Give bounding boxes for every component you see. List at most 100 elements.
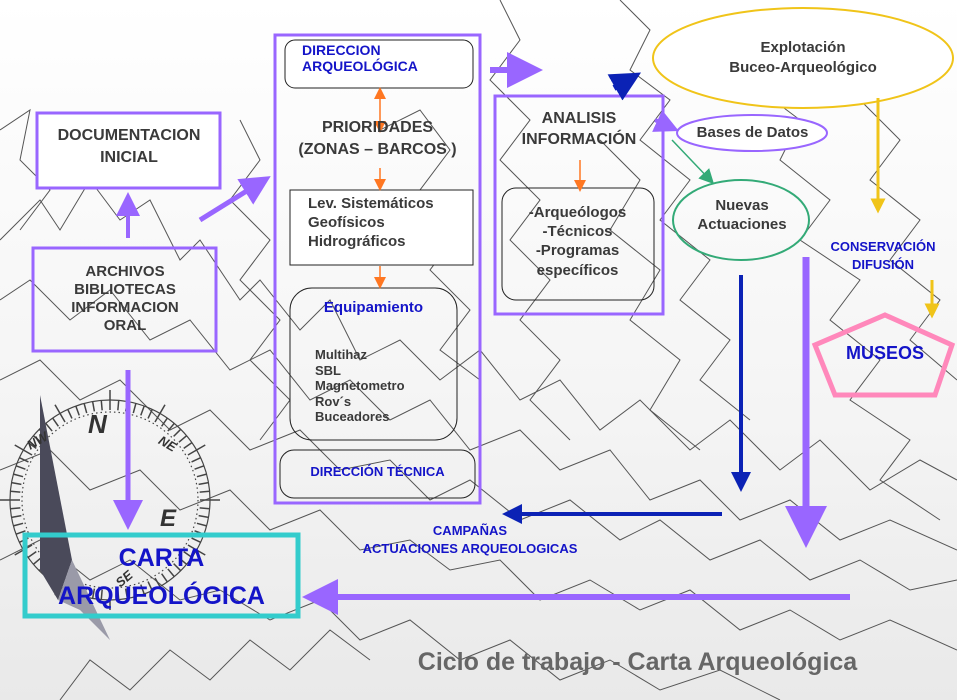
compass-tick bbox=[11, 514, 22, 519]
compass-tick bbox=[154, 577, 166, 596]
compass-tick bbox=[15, 465, 26, 470]
compass-tick bbox=[100, 400, 103, 411]
compass-tick bbox=[140, 584, 145, 595]
direccion-tecnica-box bbox=[279, 449, 476, 499]
compass-needle-north bbox=[40, 395, 72, 600]
compass-tick bbox=[10, 507, 21, 510]
compass-tick bbox=[83, 403, 88, 414]
compass-tick bbox=[132, 403, 137, 414]
carta-arqueologica-label: CARTA ARQUEOLÓGICA bbox=[58, 544, 265, 610]
archivos-box bbox=[31, 246, 218, 353]
compass-tick bbox=[199, 507, 210, 510]
direccion-arqueologica-label: DIRECCION ARQUEOLÓGICA bbox=[302, 42, 418, 75]
museos-label: MUSEOS bbox=[845, 343, 924, 363]
compass-tick bbox=[132, 586, 137, 597]
compass-tick bbox=[10, 490, 21, 493]
direccion-tecnica-label: DIRECCIÓN TÉCNICA bbox=[310, 464, 445, 479]
campanas-label: CAMPAÑAS ACTUACIONES ARQUEOLOGICAS bbox=[362, 523, 578, 556]
bases-datos-label: Bases de Datos bbox=[696, 124, 809, 141]
compass-tick bbox=[11, 481, 22, 486]
compass-tick bbox=[161, 573, 168, 583]
documentacion-label: DOCUMENTACION INICIAL bbox=[57, 127, 201, 167]
compass-tick bbox=[183, 551, 193, 558]
equipamiento-item: Rov´s bbox=[315, 393, 352, 409]
levantamientos-label: Lev. Sistemáticos Geofísicos Hidrográfic… bbox=[308, 195, 434, 250]
equipamiento-item: Multihaz bbox=[315, 347, 367, 362]
compass-tick bbox=[187, 444, 206, 456]
compass-tick bbox=[67, 409, 73, 419]
equipamiento-item: Buceadores bbox=[315, 409, 390, 425]
conservacion-label: CONSERVACIÓN DIFUSIÓN bbox=[830, 239, 936, 272]
compass-tick bbox=[27, 551, 37, 558]
compass-tick bbox=[32, 435, 42, 443]
compass-tick bbox=[187, 544, 206, 556]
main-process-column bbox=[273, 33, 482, 505]
compass-tick bbox=[13, 522, 24, 527]
compass-tick bbox=[117, 589, 120, 600]
nuevas-actuaciones-ellipse bbox=[672, 179, 810, 261]
documentacion-box bbox=[35, 111, 222, 190]
equipamiento-list: Multihaz SBL Magnetometro Rov´s Buceador… bbox=[315, 347, 405, 425]
compass-tick bbox=[198, 514, 209, 519]
compass-tick bbox=[124, 588, 129, 599]
compass-tick bbox=[75, 405, 80, 416]
compass-tick bbox=[154, 404, 166, 423]
equipamiento-box bbox=[289, 287, 458, 441]
compass-tick bbox=[198, 481, 209, 486]
compass-tick bbox=[161, 417, 168, 427]
arrow-to-main-column bbox=[198, 176, 271, 223]
compass-tick bbox=[100, 589, 103, 600]
explotacion-label: Explotación Buceo-Arqueológico bbox=[729, 39, 877, 77]
compass-tick bbox=[167, 568, 175, 578]
analisis-box bbox=[493, 94, 665, 316]
compass-tick bbox=[191, 457, 201, 463]
compass-tick bbox=[173, 563, 182, 572]
compass-tick bbox=[54, 404, 66, 423]
compass-tick bbox=[52, 417, 59, 427]
archivos-label: ARCHIVOS BIBLIOTECAS INFORMACION ORAL bbox=[71, 263, 179, 334]
equipamiento-item: SBL bbox=[315, 362, 341, 378]
compass-tick bbox=[13, 473, 24, 478]
compass-tick bbox=[183, 442, 193, 449]
compass-label-e: E bbox=[160, 505, 177, 532]
museos-pentagon bbox=[811, 312, 956, 398]
especialistas-label: -Arqueólogos -Técnicos -Programas especí… bbox=[528, 204, 627, 279]
compass-tick bbox=[194, 465, 205, 470]
compass-tick bbox=[19, 457, 29, 463]
compass-tick bbox=[196, 473, 207, 478]
prioridades-label: PRIORIDADES (ZONAS – BARCOS ) bbox=[298, 119, 457, 158]
footer-title: Ciclo de trabajo - Carta Arqueológica bbox=[417, 648, 858, 676]
equipamiento-item: Magnetometro bbox=[315, 378, 405, 394]
compass-label-n: N bbox=[88, 409, 107, 439]
compass-tick bbox=[32, 557, 42, 565]
carta-arqueologica-box bbox=[22, 532, 301, 619]
compass-tick bbox=[196, 522, 207, 527]
compass-tick bbox=[45, 422, 53, 432]
compass-tick bbox=[91, 588, 96, 599]
compass-tick bbox=[117, 400, 120, 411]
compass-tick bbox=[147, 409, 153, 419]
compass-tick bbox=[178, 435, 188, 443]
compass-needle-south bbox=[58, 560, 110, 640]
equipamiento-title: Equipamiento bbox=[323, 299, 424, 316]
compass-tick bbox=[140, 405, 145, 416]
compass-tick bbox=[191, 537, 201, 543]
compass-tick bbox=[199, 490, 210, 493]
compass-tick bbox=[91, 401, 96, 412]
compass-tick bbox=[167, 422, 175, 432]
analisis-label: ANALISIS INFORMACIÓN bbox=[521, 110, 637, 148]
nuevas-actuaciones-label: Nuevas Actuaciones bbox=[697, 197, 787, 233]
compass-tick bbox=[147, 581, 153, 591]
compass-tick bbox=[178, 557, 188, 565]
compass-tick bbox=[14, 444, 33, 456]
compass-tick bbox=[27, 442, 37, 449]
compass-tick bbox=[173, 428, 182, 437]
compass-tick bbox=[15, 530, 26, 535]
explotacion-ellipse bbox=[652, 7, 954, 109]
bases-datos-ellipse bbox=[676, 114, 828, 152]
levantamientos-box bbox=[289, 189, 474, 266]
